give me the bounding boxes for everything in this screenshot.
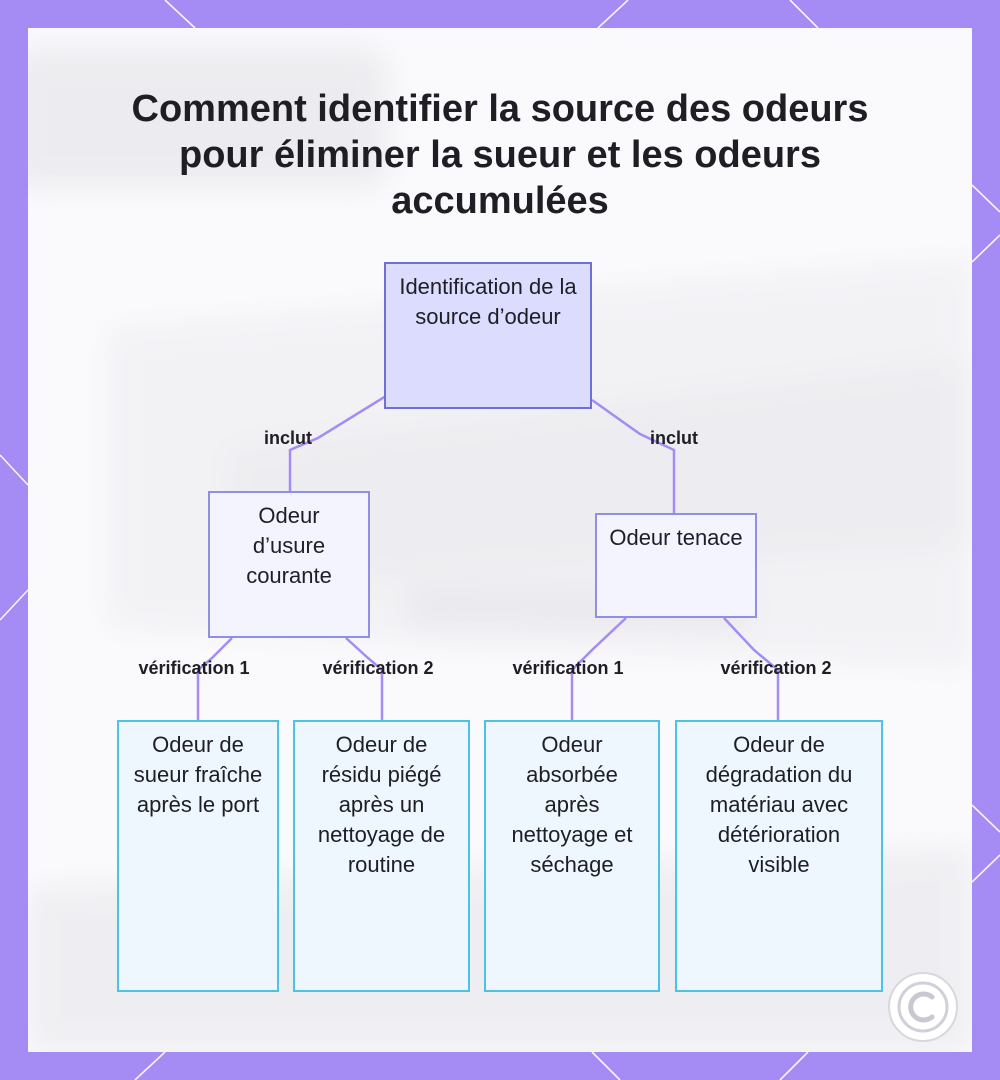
mid-node-tenace: Odeur tenace xyxy=(595,513,757,618)
edge-label-inclut-left: inclut xyxy=(264,428,312,448)
connector-left-leaf1 xyxy=(196,637,233,720)
leaf-node-residu-piege: Odeur de résidu piégé après un nettoyage… xyxy=(293,720,470,992)
leaf-node-label: Odeur de dégradation du matériau avec dé… xyxy=(705,732,853,877)
edge-label-inclut-right: inclut xyxy=(650,428,698,448)
leaf-node-label: Odeur absorbée après nettoyage et séchag… xyxy=(511,732,633,877)
leaf-node-sueur-fraiche: Odeur de sueur fraîche après le port xyxy=(117,720,279,992)
mid-node-tenace-label: Odeur tenace xyxy=(609,525,743,550)
mid-node-usure: Odeur d’usure courante xyxy=(208,491,370,638)
leaf-node-label: Odeur de résidu piégé après un nettoyage… xyxy=(317,732,446,877)
edge-label-verification-1-right: vérification 1 xyxy=(512,658,624,678)
connector-root-right xyxy=(591,398,676,513)
connector-right-leaf2 xyxy=(723,617,780,720)
diagram-card: Comment identifier la source des odeurs … xyxy=(28,28,972,1052)
mid-node-usure-label: Odeur d’usure courante xyxy=(246,503,332,588)
leaf-node-odeur-absorbee: Odeur absorbée après nettoyage et séchag… xyxy=(484,720,660,992)
edge-label-verification-2-right: vérification 2 xyxy=(720,658,832,678)
connector-root-left xyxy=(288,394,387,491)
edge-label-verification-1-left: vérification 1 xyxy=(138,658,250,678)
leaf-node-label: Odeur de sueur fraîche après le port xyxy=(133,732,263,817)
page-title: Comment identifier la source des odeurs … xyxy=(131,88,869,222)
leaf-node-degradation: Odeur de dégradation du matériau avec dé… xyxy=(675,720,883,992)
connector-left-leaf2 xyxy=(345,637,384,720)
edge-label-verification-2-left: vérification 2 xyxy=(322,658,434,678)
root-node: Identification de la source d’odeur xyxy=(384,262,592,409)
connector-lines xyxy=(196,394,780,720)
brand-logo-icon xyxy=(888,972,958,1042)
root-node-label: Identification de la source d’odeur xyxy=(399,274,577,329)
connector-right-leaf1 xyxy=(570,617,627,720)
